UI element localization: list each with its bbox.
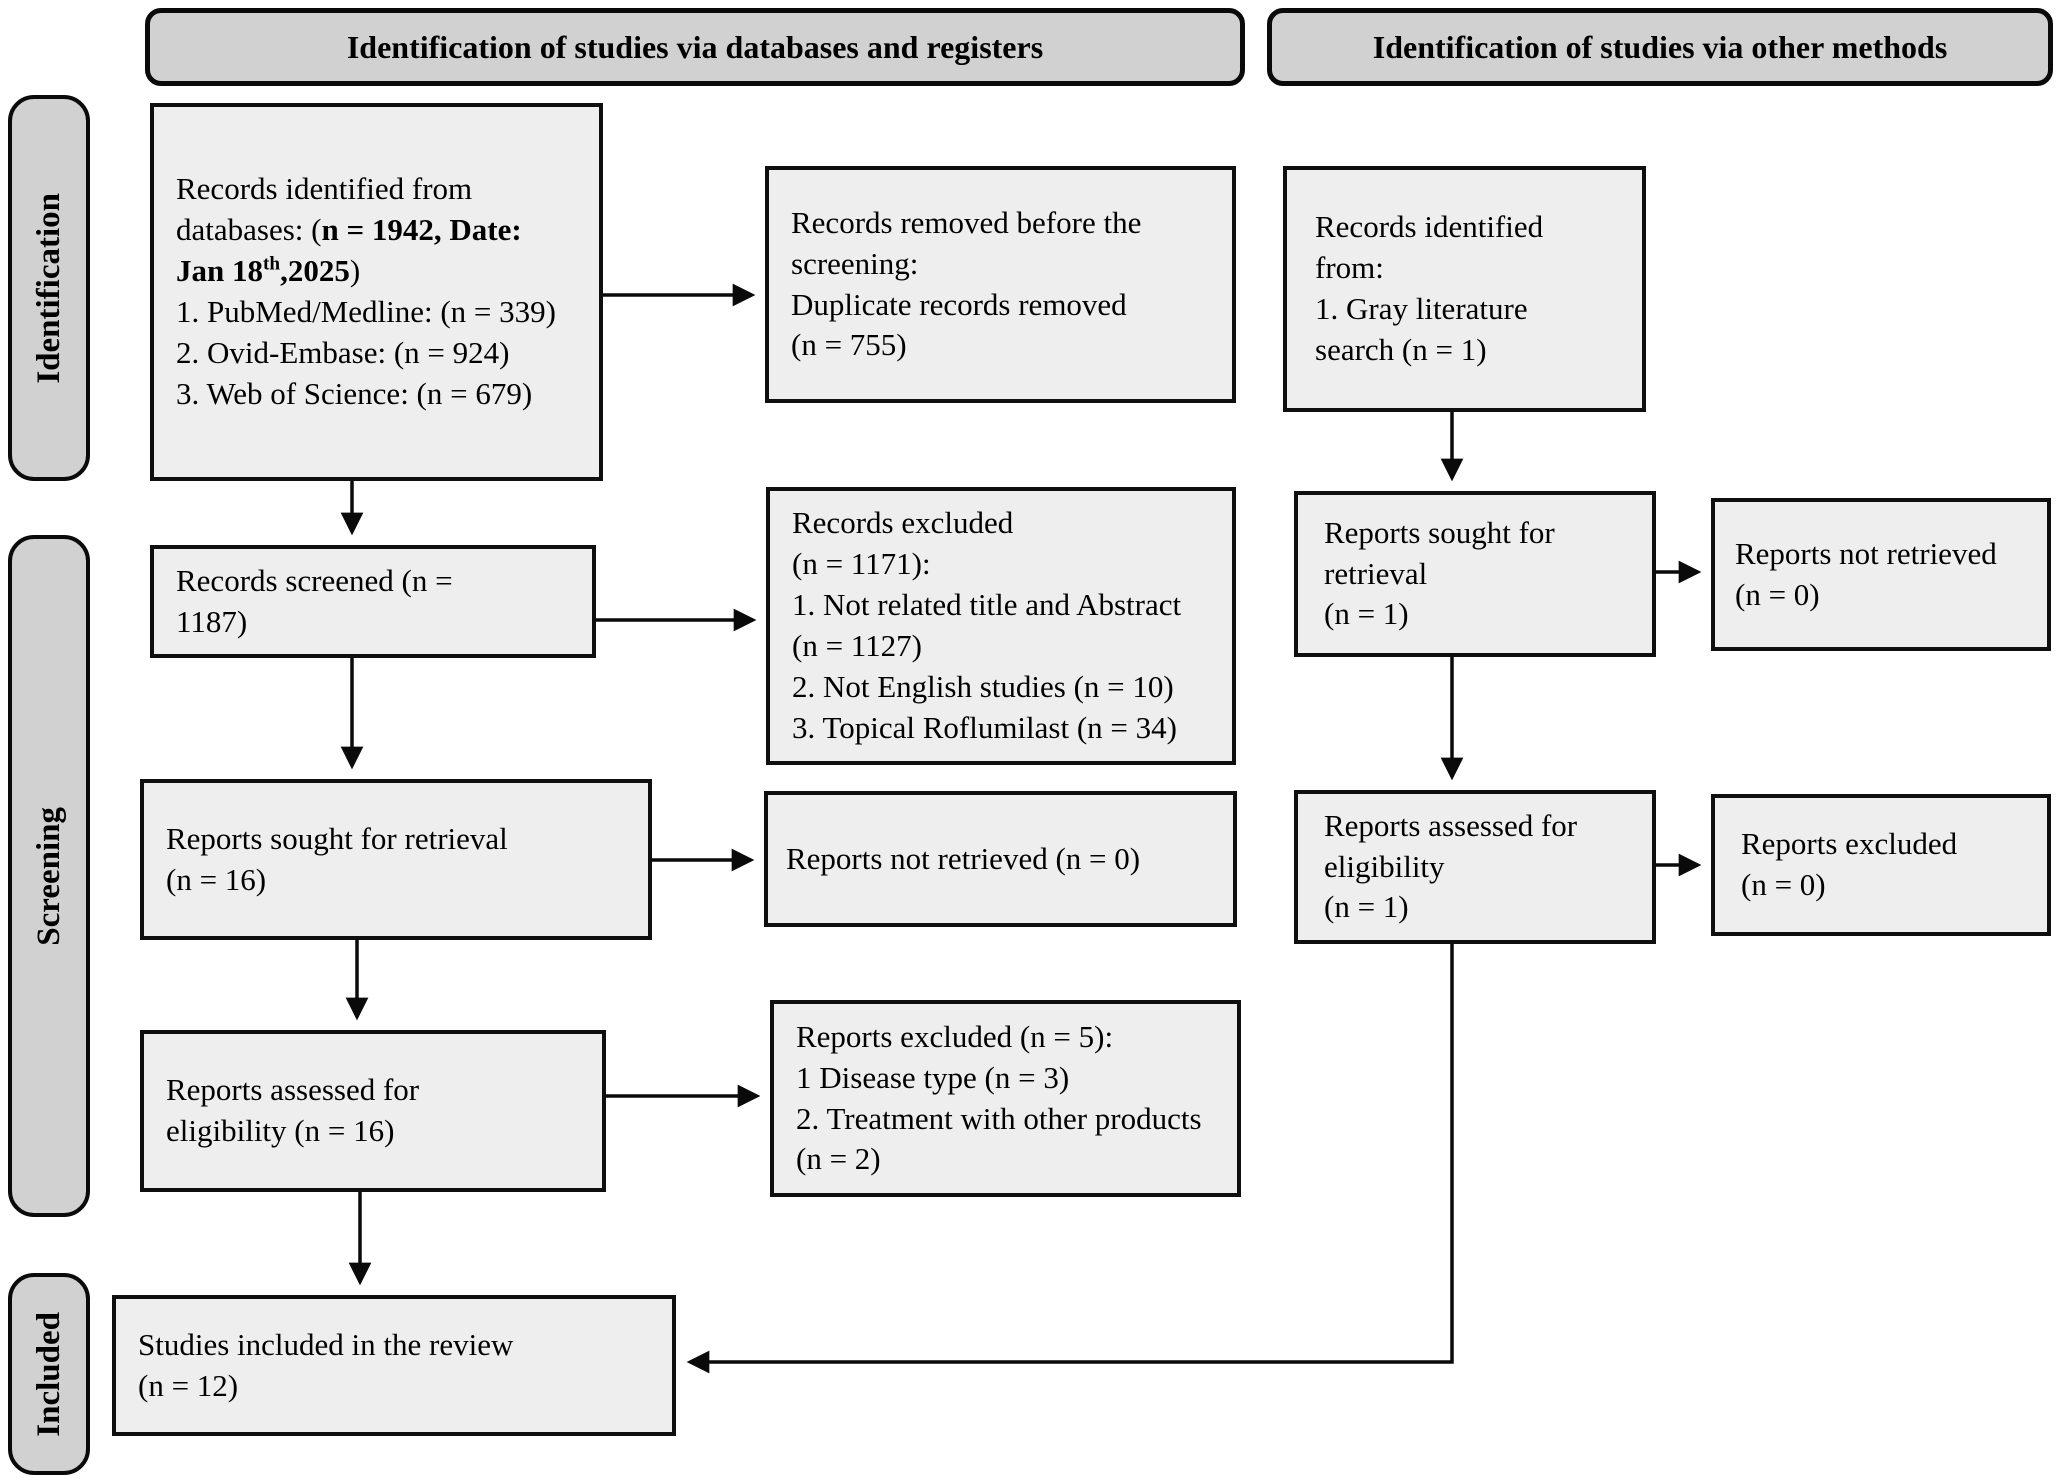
- box-reports-not-retrieved-databases: Reports not retrieved (n = 0): [764, 791, 1237, 927]
- box-reports-sought-other: Reports sought for retrieval (n = 1): [1294, 491, 1656, 657]
- database-source-embase: 2. Ovid-Embase: (n = 924): [176, 334, 510, 370]
- header-databases-registers-label: Identification of studies via databases …: [346, 28, 1044, 65]
- box-reports-assessed-databases: Reports assessed for eligibility (n = 16…: [140, 1030, 606, 1192]
- stage-rail-included: Included: [8, 1273, 90, 1475]
- box-records-excluded: Records excluded (n = 1171): 1. Not rela…: [766, 487, 1236, 765]
- header-databases-registers: Identification of studies via databases …: [145, 8, 1245, 86]
- box-records-screened: Records screened (n = 1187): [150, 545, 596, 658]
- reports-assessed-databases-text: Reports assessed for eligibility (n = 16…: [166, 1072, 420, 1148]
- reports-not-retrieved-databases-text: Reports not retrieved (n = 0): [786, 840, 1141, 876]
- studies-included-text: Studies included in the review (n = 12): [138, 1326, 514, 1403]
- reports-sought-databases-text: Reports sought for retrieval (n = 16): [166, 820, 508, 897]
- stage-label-included: Included: [30, 1311, 67, 1437]
- stage-rail-identification: Identification: [8, 95, 90, 481]
- box-studies-included: Studies included in the review (n = 12): [112, 1295, 676, 1436]
- records-screened-text: Records screened (n = 1187): [176, 562, 453, 639]
- stage-rail-screening: Screening: [8, 535, 90, 1217]
- box-records-identified-other: Records identified from: 1. Gray literat…: [1283, 166, 1646, 412]
- reports-sought-other-text: Reports sought for retrieval (n = 1): [1324, 514, 1555, 632]
- box-reports-sought-databases: Reports sought for retrieval (n = 16): [140, 779, 652, 940]
- stage-label-identification: Identification: [30, 192, 67, 384]
- box-reports-assessed-other: Reports assessed for eligibility (n = 1): [1294, 790, 1656, 944]
- records-identified-databases-text: Records identified from databases: (n = …: [176, 171, 522, 289]
- box-records-identified-databases: Records identified from databases: (n = …: [150, 103, 603, 481]
- box-records-removed-before-screening: Records removed before the screening: Du…: [765, 166, 1236, 403]
- records-removed-text: Records removed before the screening: Du…: [791, 204, 1142, 363]
- records-identified-other-text: Records identified from: 1. Gray literat…: [1315, 209, 1544, 367]
- reports-not-retrieved-other-text: Reports not retrieved (n = 0): [1735, 535, 1997, 612]
- header-other-methods-label: Identification of studies via other meth…: [1372, 28, 1948, 65]
- box-reports-excluded-databases: Reports excluded (n = 5): 1 Disease type…: [770, 1000, 1241, 1197]
- reports-assessed-other-text: Reports assessed for eligibility (n = 1): [1324, 807, 1578, 925]
- box-reports-excluded-other: Reports excluded (n = 0): [1711, 794, 2051, 936]
- records-excluded-text: Records excluded (n = 1171): 1. Not rela…: [792, 505, 1182, 745]
- reports-excluded-other-text: Reports excluded (n = 0): [1741, 826, 1958, 902]
- stage-label-screening: Screening: [30, 806, 67, 946]
- reports-excluded-databases-text: Reports excluded (n = 5): 1 Disease type…: [796, 1018, 1202, 1177]
- box-reports-not-retrieved-other: Reports not retrieved (n = 0): [1711, 498, 2051, 651]
- database-source-pubmed: 1. PubMed/Medline: (n = 339): [176, 294, 556, 329]
- header-other-methods: Identification of studies via other meth…: [1267, 8, 2053, 86]
- database-source-wos: 3. Web of Science: (n = 679): [176, 375, 533, 411]
